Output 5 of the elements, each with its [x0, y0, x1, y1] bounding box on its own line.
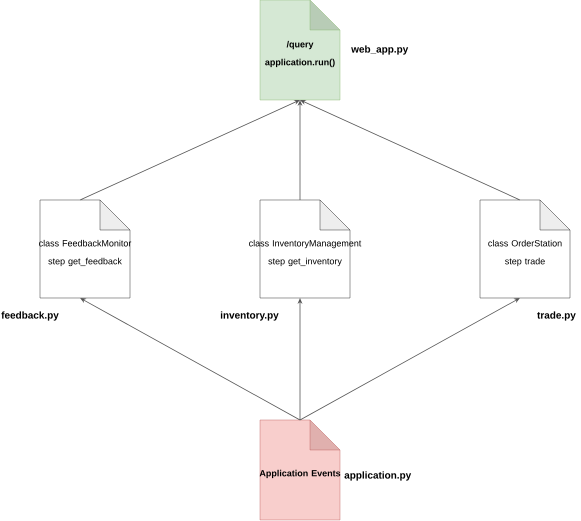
file-label: inventory.py: [220, 311, 279, 321]
file-label: trade.py: [537, 311, 576, 321]
file-label: application.py: [344, 471, 412, 481]
file-label: feedback.py: [1, 311, 59, 321]
file-label: web_app.py: [351, 45, 408, 55]
